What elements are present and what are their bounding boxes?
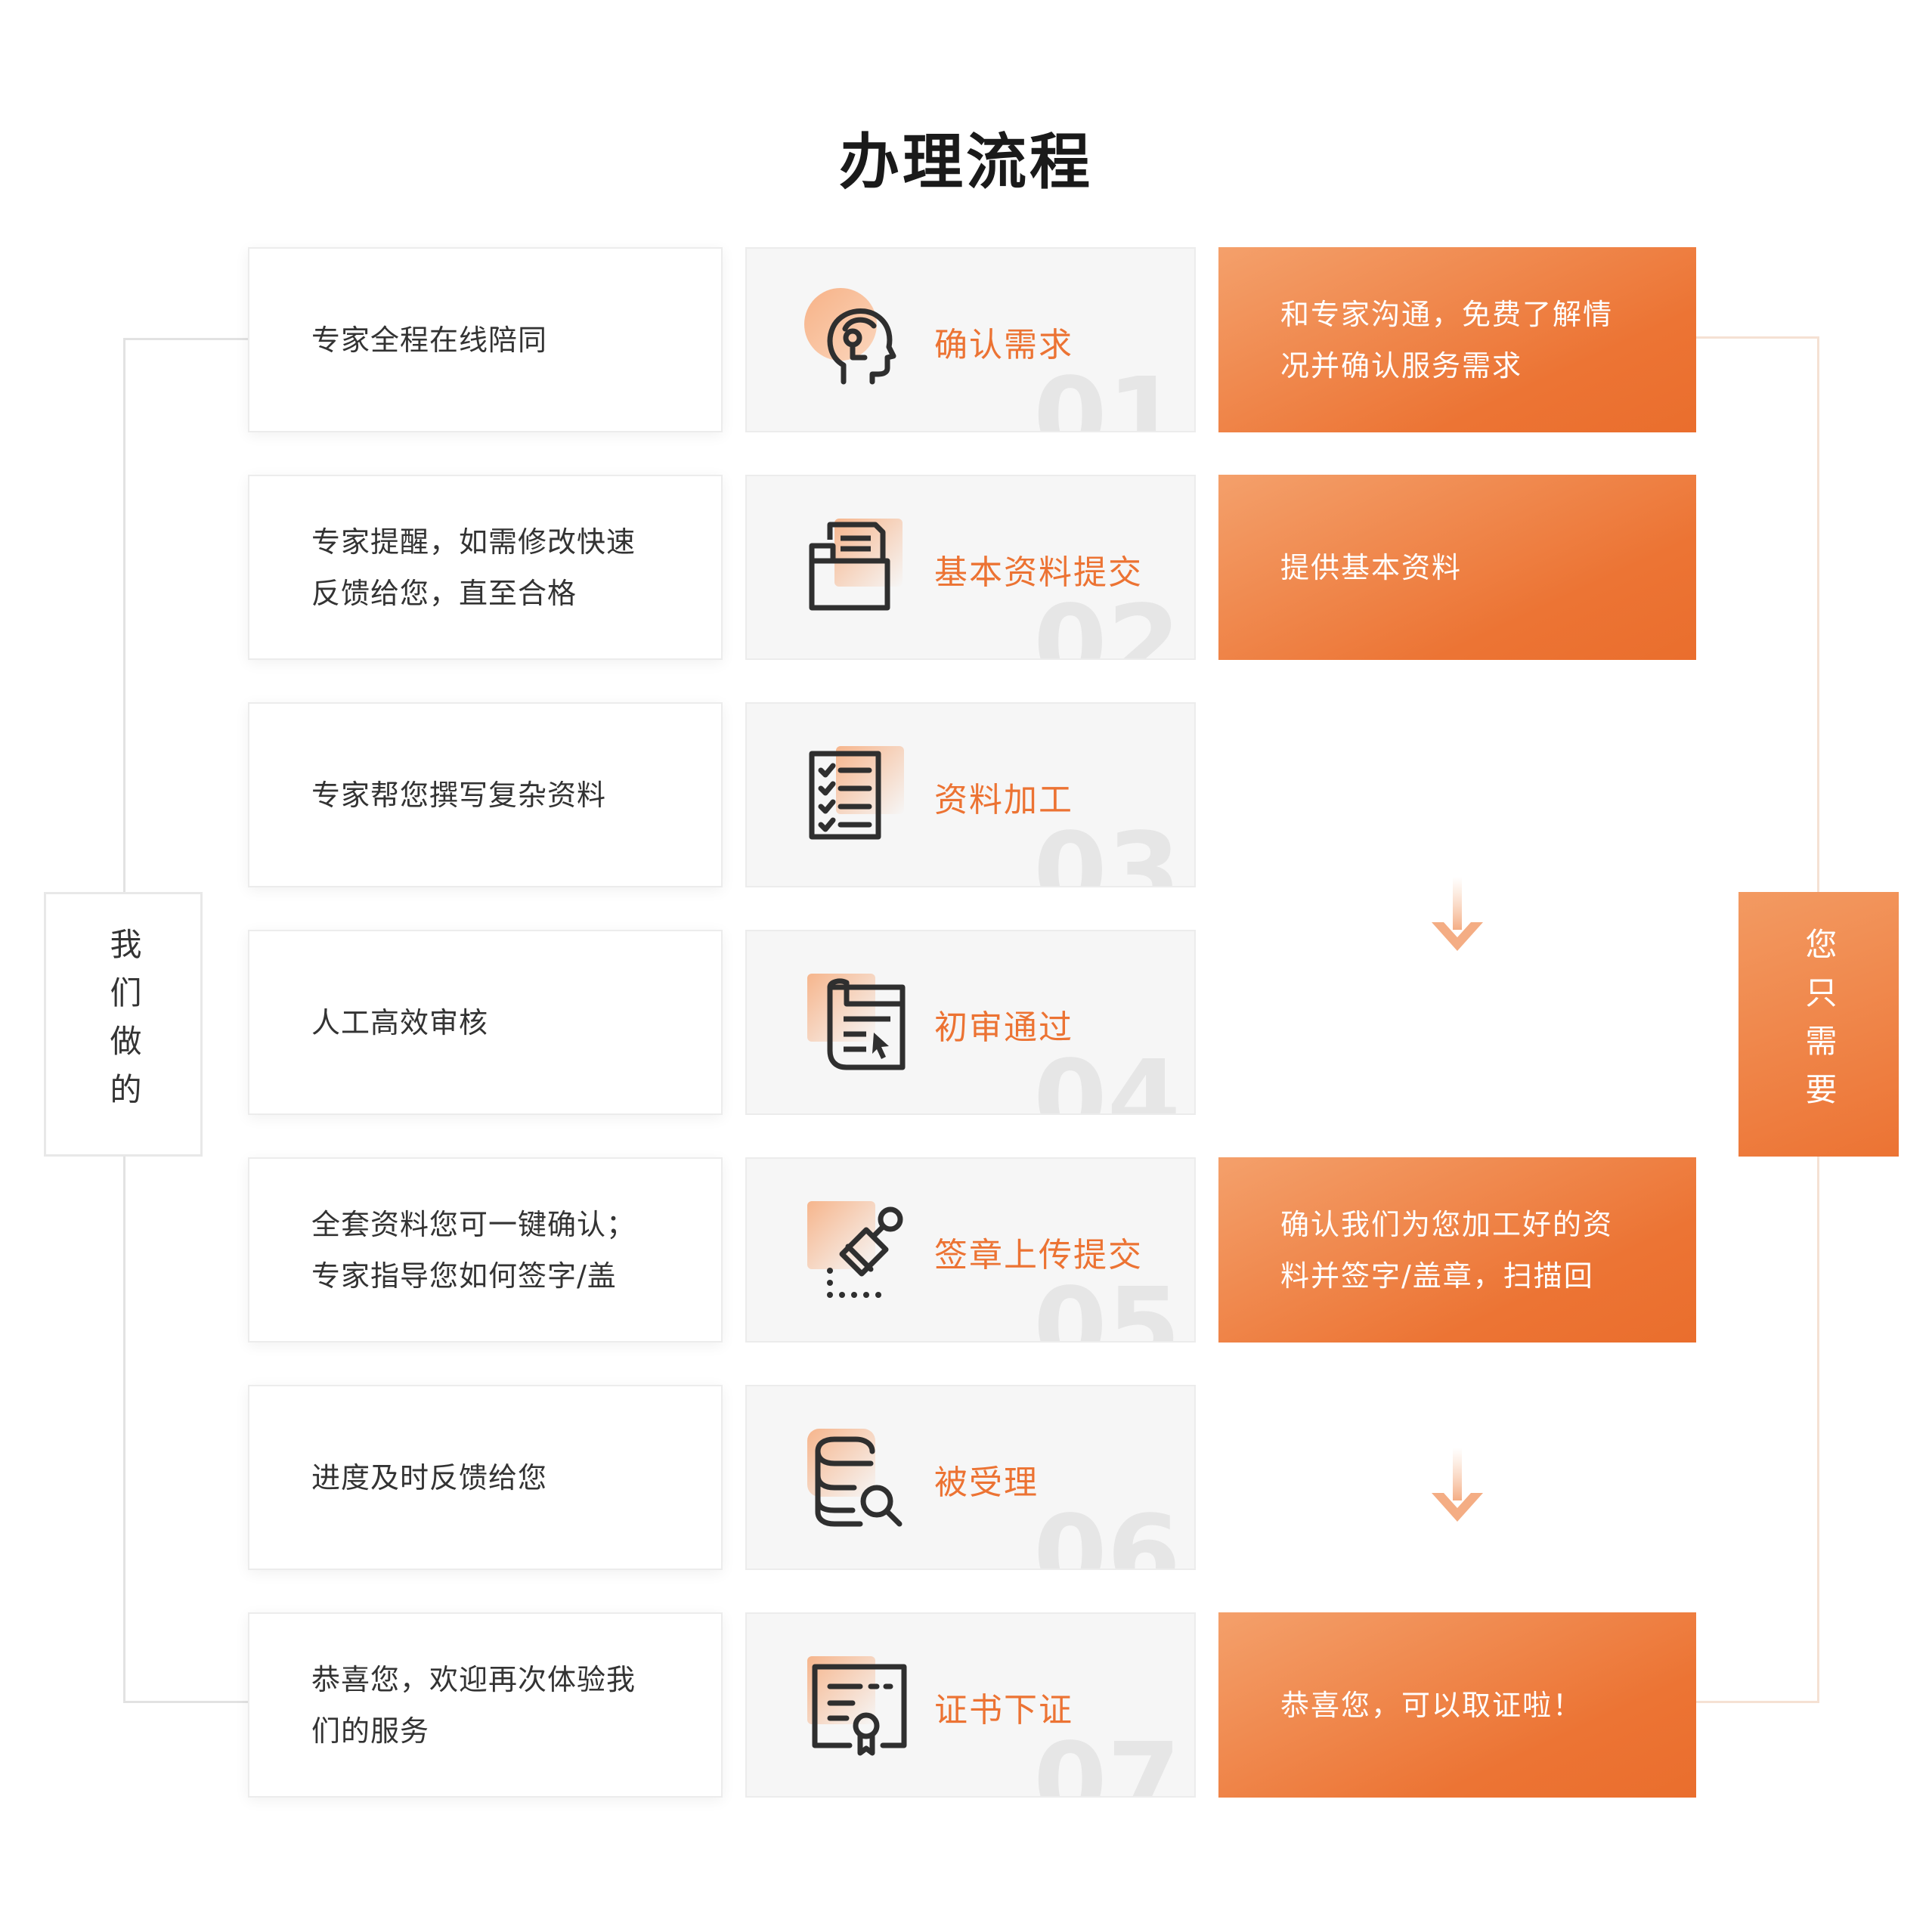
step-card: 签章上传提交 05 [745,1157,1196,1343]
left-bracket-line [123,1701,248,1703]
you-do-text: 和专家沟通，免费了解情 况并确认服务需求 [1280,297,1614,382]
you-do-text: 确认我们为您加工好的资 料并签字/盖章，扫描回 [1280,1207,1614,1293]
you-do-card: 和专家沟通，免费了解情 况并确认服务需求 [1218,247,1696,432]
we-do-card: 专家帮您撰写复杂资料 [248,702,723,887]
step-name: 初审通过 [934,1008,1073,1047]
folder-document-icon [807,519,913,624]
you-do-label: 您只需要 [1800,928,1838,1121]
you-do-tag: 您只需要 [1738,892,1899,1157]
document-cursor-icon [807,974,913,1079]
we-do-text: 全套资料您可一键确认； 专家指导您如何签字/盖 [311,1207,636,1293]
step-number: 04 [1033,1038,1181,1115]
step-number: 03 [1033,810,1181,887]
we-do-card: 全套资料您可一键确认； 专家指导您如何签字/盖 [248,1157,723,1343]
we-do-card: 人工高效审核 [248,930,723,1115]
step-row: 进度及时反馈给您 被受理 06 [0,1385,1932,1570]
step-card: 基本资料提交 02 [745,475,1196,660]
we-do-tag: 我们做的 [44,892,203,1157]
step-card: 资料加工 03 [745,702,1196,887]
step-number: 01 [1033,355,1181,432]
you-do-card: 提供基本资料 [1218,475,1696,660]
stamp-icon [807,1201,913,1307]
step-row: 专家全程在线陪同 确认需求 01 和专家沟通，免费了解情 况并确认服务需求 [0,247,1932,432]
we-do-card: 专家全程在线陪同 [248,247,723,432]
step-row: 全套资料您可一键确认； 专家指导您如何签字/盖 签章上传提交 05 确认我们为您… [0,1157,1932,1343]
we-do-card: 专家提醒，如需修改快速 反馈给您，直至合格 [248,475,723,660]
down-arrow-icon [1432,877,1483,951]
left-bracket-line [123,338,248,340]
down-arrow-icon [1432,1448,1483,1522]
left-bracket-line [123,338,125,892]
page-title: 办理流程 [839,127,1093,197]
you-do-card: 恭喜您，可以取证啦！ [1218,1612,1696,1798]
step-number: 02 [1033,583,1181,660]
step-number: 05 [1033,1265,1181,1343]
you-do-text: 提供基本资料 [1280,550,1463,584]
we-do-card: 恭喜您，欢迎再次体验我 们的服务 [248,1612,723,1798]
right-bracket-line [1817,338,1819,892]
right-bracket-line [1817,1157,1819,1702]
step-row: 人工高效审核 初审通过 04 [0,930,1932,1115]
we-do-label: 我们做的 [105,928,142,1121]
step-name: 确认需求 [934,325,1073,364]
step-row: 恭喜您，欢迎再次体验我 们的服务 证书下证 07 恭喜您，可以取证啦！ [0,1612,1932,1798]
step-name: 被受理 [934,1463,1039,1502]
headset-person-icon [804,288,913,397]
checklist-icon [807,746,913,852]
we-do-text: 进度及时反馈给您 [311,1460,548,1494]
step-number: 07 [1033,1720,1181,1798]
right-bracket-line [1696,1701,1819,1703]
database-search-icon [807,1429,913,1535]
step-card: 证书下证 07 [745,1612,1196,1798]
you-do-text: 恭喜您，可以取证啦！ [1280,1688,1584,1722]
step-name: 证书下证 [934,1690,1073,1730]
certificate-icon [807,1656,913,1762]
step-card: 初审通过 04 [745,930,1196,1115]
step-card: 被受理 06 [745,1385,1196,1570]
step-number: 06 [1033,1493,1181,1570]
step-name: 签章上传提交 [934,1235,1143,1274]
you-do-card: 确认我们为您加工好的资 料并签字/盖章，扫描回 [1218,1157,1696,1343]
step-row: 专家帮您撰写复杂资料 资料加工 03 [0,702,1932,887]
we-do-text: 恭喜您，欢迎再次体验我 们的服务 [311,1662,636,1748]
we-do-text: 专家提醒，如需修改快速 反馈给您，直至合格 [311,525,636,610]
step-row: 专家提醒，如需修改快速 反馈给您，直至合格 基本资料提交 02 提供基本资料 [0,475,1932,660]
we-do-text: 专家帮您撰写复杂资料 [311,778,607,812]
step-card: 确认需求 01 [745,247,1196,432]
we-do-card: 进度及时反馈给您 [248,1385,723,1570]
left-bracket-line [123,1157,125,1702]
step-name: 基本资料提交 [934,553,1143,592]
we-do-text: 专家全程在线陪同 [311,323,548,357]
we-do-text: 人工高效审核 [311,1005,489,1039]
right-bracket-line [1696,336,1819,339]
step-name: 资料加工 [934,780,1073,819]
